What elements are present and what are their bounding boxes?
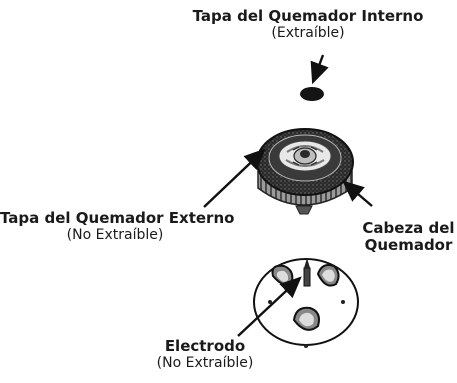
outer-cap-label: Tapa del Quemador Externo (No Extraíble) xyxy=(0,209,235,244)
outer-cap-note: (No Extraíble) xyxy=(66,227,164,244)
outer-cap-name: Tapa del Quemador Externo xyxy=(0,209,235,227)
burner-head-arrow xyxy=(342,180,373,207)
burner-head-line2: Quemador xyxy=(364,236,453,255)
electrode-arrow xyxy=(237,276,302,337)
electrode-label: Electrodo (No Extraíble) xyxy=(130,337,280,372)
inner-cap-name: Tapa del Quemador Interno xyxy=(192,7,424,25)
outer-burner-assembly xyxy=(256,128,354,215)
inner-cap-arrow xyxy=(310,54,329,85)
burner-head-label: Cabeza del Quemador xyxy=(360,219,457,255)
electrode-note: (No Extraíble) xyxy=(156,355,254,372)
burner-head-line1: Cabeza del xyxy=(362,219,455,237)
inner-cap-note: (Extraíble) xyxy=(271,25,345,42)
inner-burner-cap-shape xyxy=(300,87,324,101)
outer-cap-arrow xyxy=(203,148,266,208)
electrode-shape xyxy=(303,258,311,287)
inner-cap-label: Tapa del Quemador Interno (Extraíble) xyxy=(168,7,448,42)
electrode-name: Electrodo xyxy=(164,337,246,355)
